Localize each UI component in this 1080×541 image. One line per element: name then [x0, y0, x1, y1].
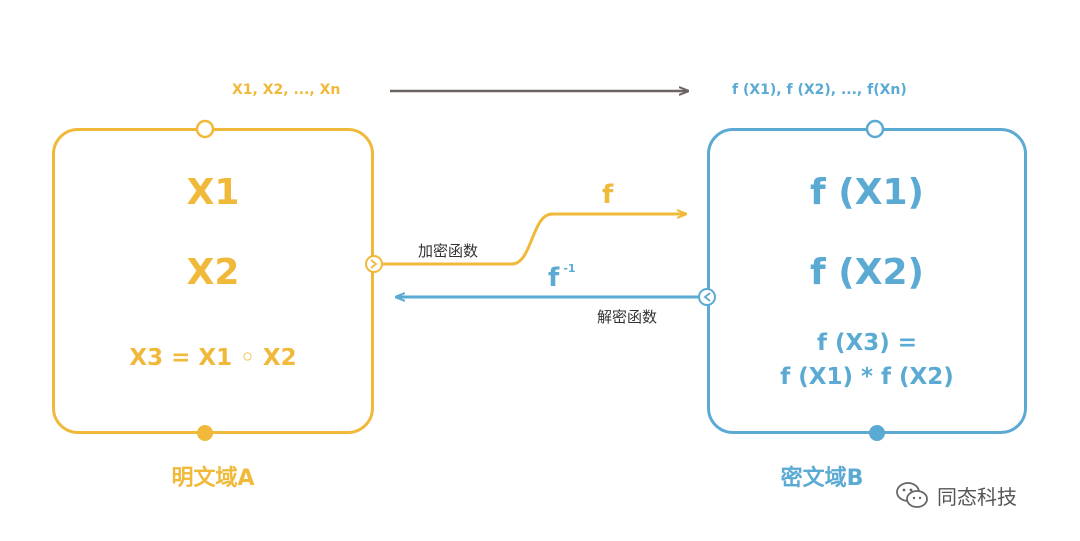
ciphertext-fx1: f (X1): [810, 172, 924, 213]
plaintext-sequence: X1, X2, ..., Xn: [232, 82, 341, 98]
plaintext-right-port: [365, 255, 383, 273]
plaintext-bottom-port: [197, 425, 213, 441]
decrypt-function-f: f: [548, 263, 560, 293]
plaintext-x2: X2: [186, 252, 240, 293]
ciphertext-domain-label: 密文域B: [780, 466, 864, 491]
plaintext-x1: X1: [186, 172, 240, 213]
ciphertext-bottom-port: [869, 425, 885, 441]
decrypt-function-symbol: f-1: [548, 262, 576, 293]
encrypt-function-symbol: f: [602, 180, 614, 210]
plaintext-x3-equation: X3 = X1 ◦ X2: [129, 345, 297, 371]
wechat-icon: [896, 482, 928, 508]
ciphertext-fx3-line2: f (X1) * f (X2): [780, 364, 954, 390]
encrypt-function-label: 加密函数: [418, 242, 479, 260]
plaintext-top-port: [195, 119, 215, 139]
decrypt-function-superscript: -1: [563, 262, 576, 275]
ciphertext-left-port: [698, 288, 716, 306]
ciphertext-sequence: f (X1), f (X2), ..., f(Xn): [732, 82, 907, 98]
plaintext-domain-label: 明文域A: [171, 466, 255, 491]
ciphertext-fx2: f (X2): [810, 252, 924, 293]
watermark: 同态科技: [895, 480, 1017, 510]
encrypt-arrow: [380, 214, 686, 266]
ciphertext-fx3-line1: f (X3) =: [816, 330, 918, 356]
watermark-text: 同态科技: [937, 484, 1017, 509]
ciphertext-top-port: [865, 119, 885, 139]
decrypt-function-label: 解密函数: [597, 308, 658, 326]
